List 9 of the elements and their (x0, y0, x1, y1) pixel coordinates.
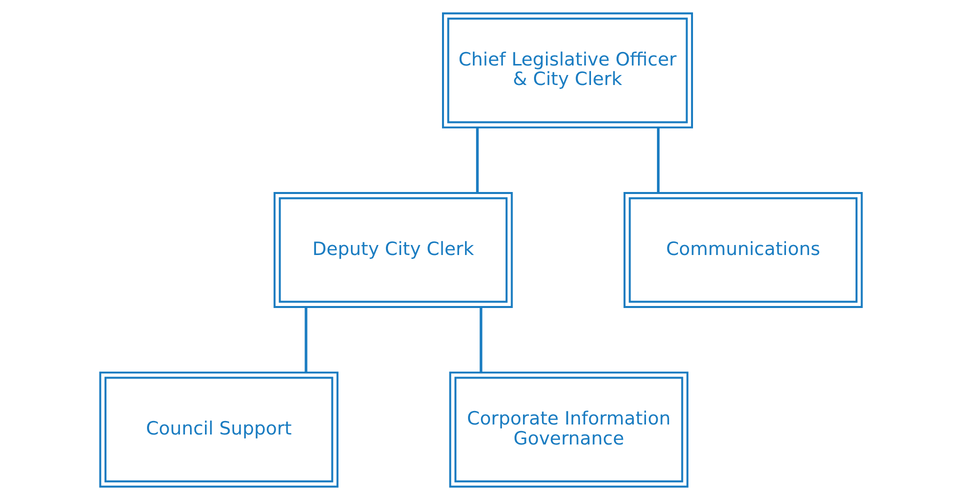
connector (476, 128, 478, 193)
node-box: Communications (623, 192, 862, 308)
node-box: Corporate Information Governance (448, 372, 688, 488)
node-box: Deputy City Clerk (273, 192, 512, 308)
connector (656, 128, 660, 193)
node-box: Chief Legislative Officer & City Clerk (442, 12, 692, 128)
connector (304, 307, 307, 372)
connector (479, 307, 482, 372)
node-box: Council Support (98, 372, 338, 488)
